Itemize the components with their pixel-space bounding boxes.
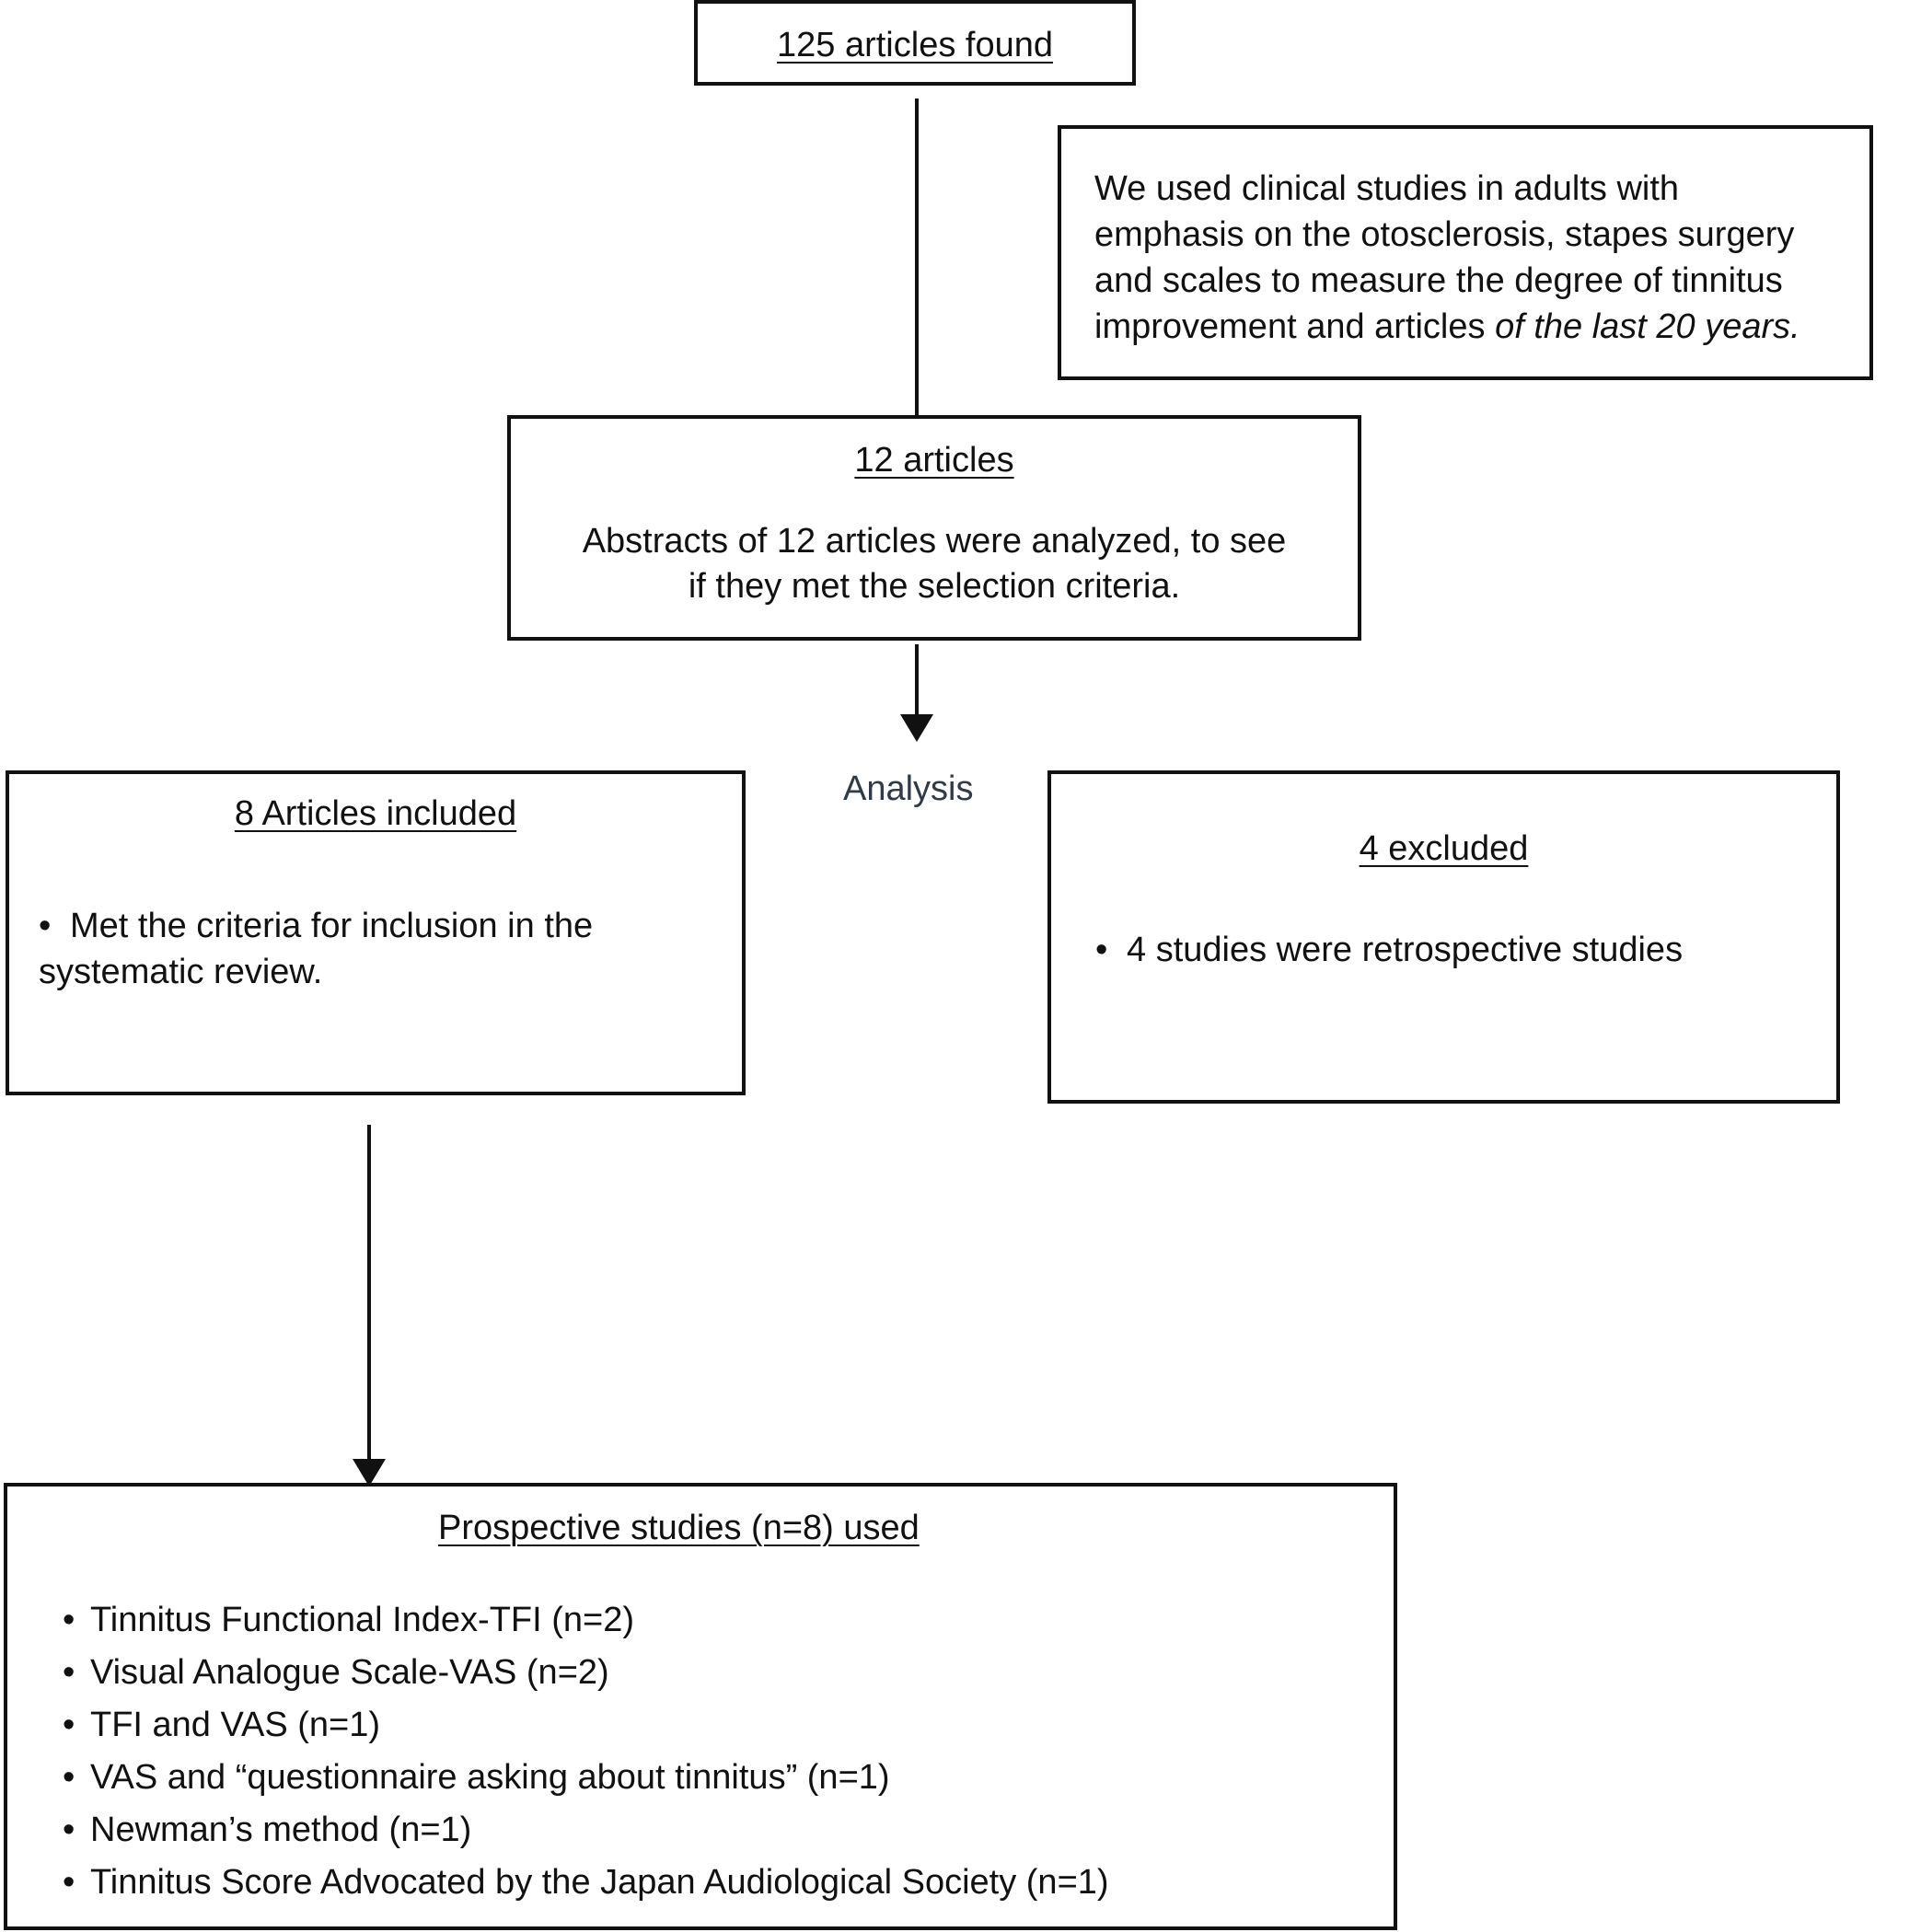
bullet-icon: • bbox=[1095, 931, 1108, 969]
screening-title: 12 articles bbox=[854, 441, 1014, 480]
bullet-icon: • bbox=[63, 1758, 75, 1797]
list-item: • Tinnitus Functional Index-TFI (n=2) bbox=[63, 1597, 1109, 1643]
screening-box: 12 articles Abstracts of 12 articles wer… bbox=[507, 415, 1361, 641]
criteria-line-4: improvement and articles of the last 20 … bbox=[1094, 304, 1800, 350]
list-item: • TFI and VAS (n=1) bbox=[63, 1702, 1109, 1748]
criteria-line-3: and scales to measure the degree of tinn… bbox=[1094, 261, 1783, 300]
screening-text-line-1: Abstracts of 12 articles were analyzed, … bbox=[582, 522, 1287, 561]
included-title-wrap: 8 Articles included bbox=[9, 791, 742, 837]
bullet-icon: • bbox=[63, 1706, 75, 1744]
screening-title-wrap: 12 articles bbox=[511, 437, 1358, 483]
list-item-text: Tinnitus Score Advocated by the Japan Au… bbox=[90, 1863, 1109, 1902]
list-item: • VAS and “questionnaire asking about tin… bbox=[63, 1754, 1109, 1800]
screening-text-line-2: if they met the selection criteria. bbox=[688, 567, 1181, 606]
prospective-title: Prospective studies (n=8) used bbox=[438, 1509, 920, 1547]
criteria-box: We used clinical studies in adults with … bbox=[1058, 125, 1873, 380]
excluded-box: 4 excluded • 4 studies were retrospective… bbox=[1047, 770, 1840, 1104]
connector-top-to-screening bbox=[915, 98, 919, 419]
criteria-line-4-normal: improvement and articles bbox=[1094, 307, 1496, 346]
list-item-text: VAS and “questionnaire asking about tinn… bbox=[90, 1758, 890, 1797]
connector-included-to-final bbox=[367, 1125, 371, 1463]
measures-list: • Tinnitus Functional Index-TFI (n=2) • Vi… bbox=[63, 1597, 1109, 1905]
prospective-title-wrap: Prospective studies (n=8) used bbox=[438, 1505, 920, 1551]
list-item-text: TFI and VAS (n=1) bbox=[90, 1706, 381, 1744]
included-title: 8 Articles included bbox=[234, 794, 517, 833]
list-item-text: Visual Analogue Scale-VAS (n=2) bbox=[90, 1653, 609, 1692]
prospective-studies-box: Prospective studies (n=8) used • Tinnitus… bbox=[4, 1483, 1397, 1930]
connector-screening-to-analysis bbox=[915, 644, 919, 718]
bullet-icon: • bbox=[63, 1863, 75, 1902]
arrowhead-final bbox=[353, 1459, 386, 1487]
excluded-bullet-text: 4 studies were retrospective studies bbox=[1127, 931, 1684, 969]
included-bullet-line: • Met the criteria for inclusion in the bbox=[39, 903, 593, 949]
criteria-line-4-italic: of the last 20 years. bbox=[1495, 307, 1800, 346]
included-box: 8 Articles included • Met the criteria fo… bbox=[6, 770, 746, 1095]
analysis-label: Analysis bbox=[843, 769, 974, 808]
bullet-icon: • bbox=[63, 1811, 75, 1849]
excluded-title: 4 excluded bbox=[1359, 829, 1529, 868]
included-bullet-cont: systematic review. bbox=[39, 953, 323, 991]
excluded-bullet-line: • 4 studies were retrospective studies bbox=[1095, 927, 1683, 973]
list-item: • Tinnitus Score Advocated by the Japan A… bbox=[63, 1859, 1109, 1905]
list-item: • Newman’s method (n=1) bbox=[63, 1807, 1109, 1853]
excluded-title-wrap: 4 excluded bbox=[1051, 826, 1836, 872]
bullet-icon: • bbox=[63, 1601, 75, 1639]
included-bullet-text: Met the criteria for inclusion in the bbox=[70, 907, 594, 945]
list-item-text: Tinnitus Functional Index-TFI (n=2) bbox=[90, 1601, 635, 1639]
bullet-icon: • bbox=[39, 907, 52, 945]
bullet-icon: • bbox=[63, 1653, 75, 1692]
criteria-line-1: We used clinical studies in adults with bbox=[1094, 169, 1680, 208]
arrowhead-analysis bbox=[900, 714, 933, 742]
criteria-line-2: emphasis on the otosclerosis, stapes sur… bbox=[1094, 215, 1795, 254]
articles-found-box: 125 articles found bbox=[694, 0, 1136, 86]
articles-found-title: 125 articles found bbox=[777, 26, 1053, 64]
list-item: • Visual Analogue Scale-VAS (n=2) bbox=[63, 1649, 1109, 1695]
list-item-text: Newman’s method (n=1) bbox=[90, 1811, 472, 1849]
